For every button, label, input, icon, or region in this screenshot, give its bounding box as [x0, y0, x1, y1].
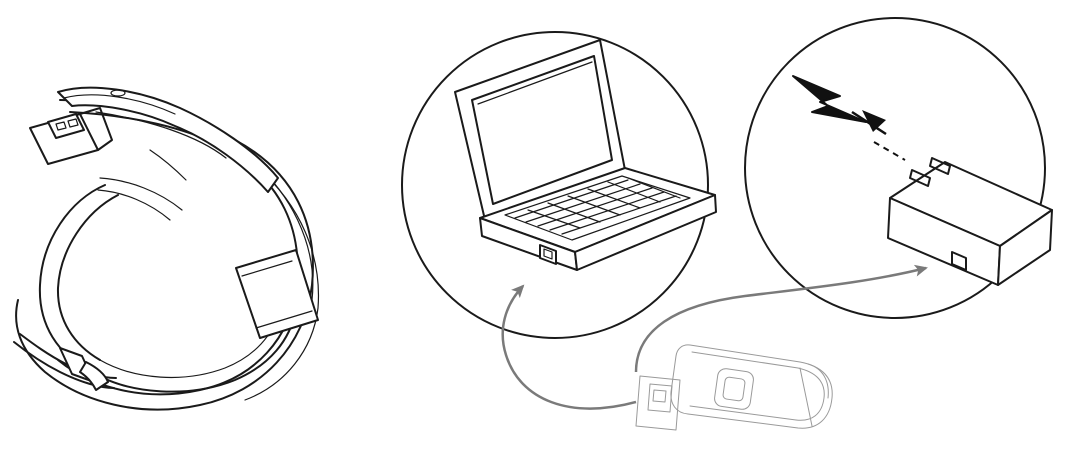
wall-adapter-icon	[888, 158, 1052, 285]
tracker-usb-plug	[636, 376, 680, 430]
strap-buckle	[14, 334, 116, 390]
laptop-icon	[455, 40, 716, 270]
tracker-device	[636, 345, 832, 430]
arrow-to-computer	[503, 286, 636, 409]
computer-panel	[402, 32, 716, 338]
usb-connector	[30, 108, 112, 164]
wristband-illustration	[14, 88, 318, 410]
arrow-to-power	[636, 268, 926, 372]
strap-keeper	[236, 250, 318, 338]
